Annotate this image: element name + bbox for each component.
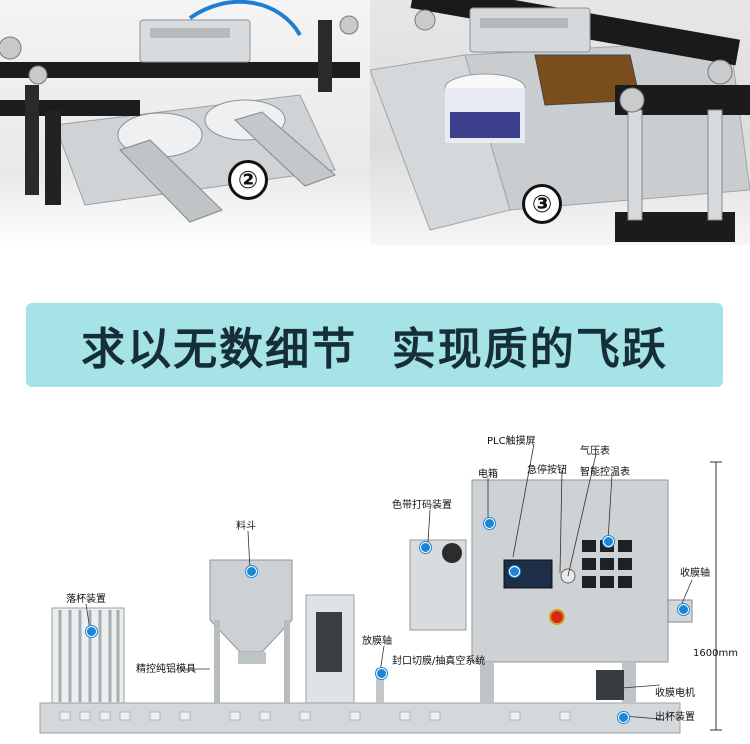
callout-emergency-stop: 急停按钮 [527,465,567,476]
callout-seal-cut-vacuum: 封口切膜/抽真空系统 [392,656,486,667]
callout-temperature-controller: 智能控温表 [580,467,630,478]
callout-plc-touchscreen: PLC触摸屏 [487,436,536,447]
marker-cup-drop [86,626,97,637]
step-3-machine-illustration [370,0,750,242]
callout-electric-box: 电箱 [478,469,498,480]
machine-photo-step-2: ② [0,0,375,245]
slogan-banner: 求以无数细节 实现质的飞跃 [26,303,723,387]
slogan-text: 求以无数细节 实现质的飞跃 [81,324,668,375]
marker-printer [420,542,431,553]
callout-film-unwind-shaft: 放膜轴 [362,636,392,647]
machine-diagram-illustration [39,443,722,734]
marker-cup-out [618,712,629,723]
dimension-height-label: 1600mm [693,648,738,659]
callout-film-takeup-motor: 收膜电机 [655,688,695,699]
marker-temp-controller [603,536,614,547]
callout-cup-drop-device: 落杯装置 [66,594,106,605]
machine-photo-step-3: ③ [370,0,750,245]
marker-unwind [376,668,387,679]
callout-air-pressure-gauge: 气压表 [580,446,610,457]
callout-aluminum-mold: 精控纯铝模具 [136,664,196,675]
step-2-badge: ② [228,160,268,200]
step-2-machine-illustration [0,0,360,223]
step-3-badge: ③ [522,184,562,224]
marker-plc [509,566,520,577]
machine-diagram: PLC触摸屏 气压表 电箱 急停按钮 智能控温表 色带打码装置 料斗 收膜轴 落… [0,420,750,740]
marker-hopper [246,566,257,577]
marker-electric-box [484,518,495,529]
callout-cup-output-device: 出杯装置 [655,712,695,723]
callout-hopper: 料斗 [236,521,256,532]
callout-ribbon-printer: 色带打码装置 [392,500,452,511]
marker-film-reel [678,604,689,615]
callout-film-takeup-shaft: 收膜轴 [680,568,710,579]
